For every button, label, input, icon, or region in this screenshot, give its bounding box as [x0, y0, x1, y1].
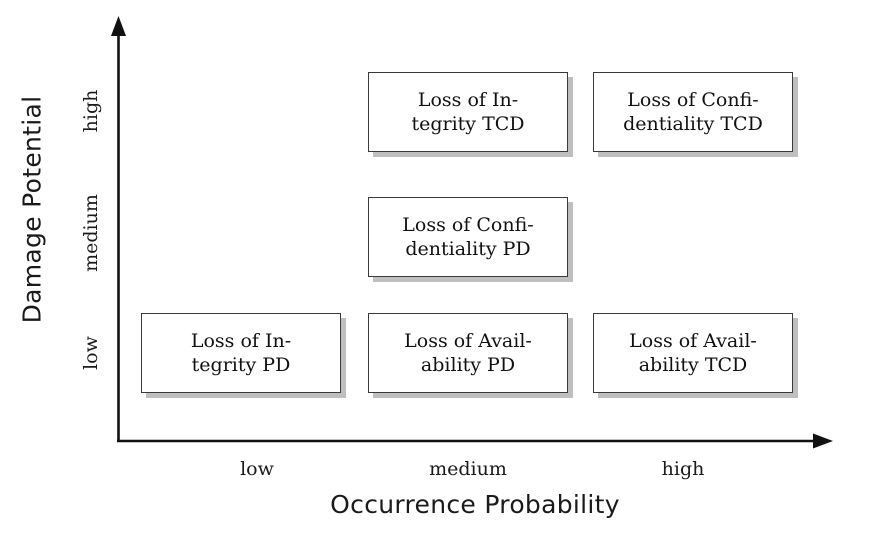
- risk-cell-line-2: ability PD: [420, 354, 516, 376]
- y-axis-title: Damage Potential: [17, 95, 47, 324]
- x-tick-label-medium: medium: [429, 458, 507, 480]
- risk-cell-line-2: tegrity TCD: [411, 113, 525, 135]
- risk-cell-line-2: dentiality TCD: [623, 113, 763, 135]
- risk-cell-confidentiality-tcd[interactable]: Loss of Confi- dentiality TCD: [593, 72, 793, 152]
- risk-cell-line-2: dentiality PD: [405, 238, 531, 260]
- x-tick-label-low: low: [240, 458, 274, 480]
- risk-cell-integrity-tcd[interactable]: Loss of In- tegrity TCD: [368, 72, 568, 152]
- risk-cell-line-1: Loss of Avail-: [404, 329, 532, 352]
- risk-cell-line-2: tegrity PD: [191, 354, 291, 376]
- x-tick-label-high: high: [661, 458, 705, 480]
- risk-cell-line-1: Loss of In-: [190, 329, 292, 352]
- y-tick-label-low: low: [80, 336, 102, 370]
- risk-cell-integrity-pd[interactable]: Loss of In- tegrity PD: [141, 313, 341, 393]
- risk-cell-line-2: ability TCD: [638, 354, 748, 376]
- risk-cell-confidentiality-pd[interactable]: Loss of Confi- dentiality PD: [368, 197, 568, 277]
- risk-cell-line-1: Loss of Avail-: [629, 329, 757, 352]
- risk-cell-availability-tcd[interactable]: Loss of Avail- ability TCD: [593, 313, 793, 393]
- y-tick-label-medium: medium: [80, 194, 102, 272]
- y-tick-label-high: high: [80, 89, 102, 133]
- risk-cell-availability-pd[interactable]: Loss of Avail- ability PD: [368, 313, 568, 393]
- risk-cell-line-1: Loss of Confi-: [402, 213, 534, 236]
- x-axis-title: Occurrence Probability: [330, 490, 620, 519]
- y-axis-arrowhead: [111, 16, 126, 36]
- risk-cell-line-1: Loss of Confi-: [627, 88, 759, 111]
- x-axis-arrowhead: [813, 433, 833, 449]
- risk-cell-line-1: Loss of In-: [417, 88, 519, 111]
